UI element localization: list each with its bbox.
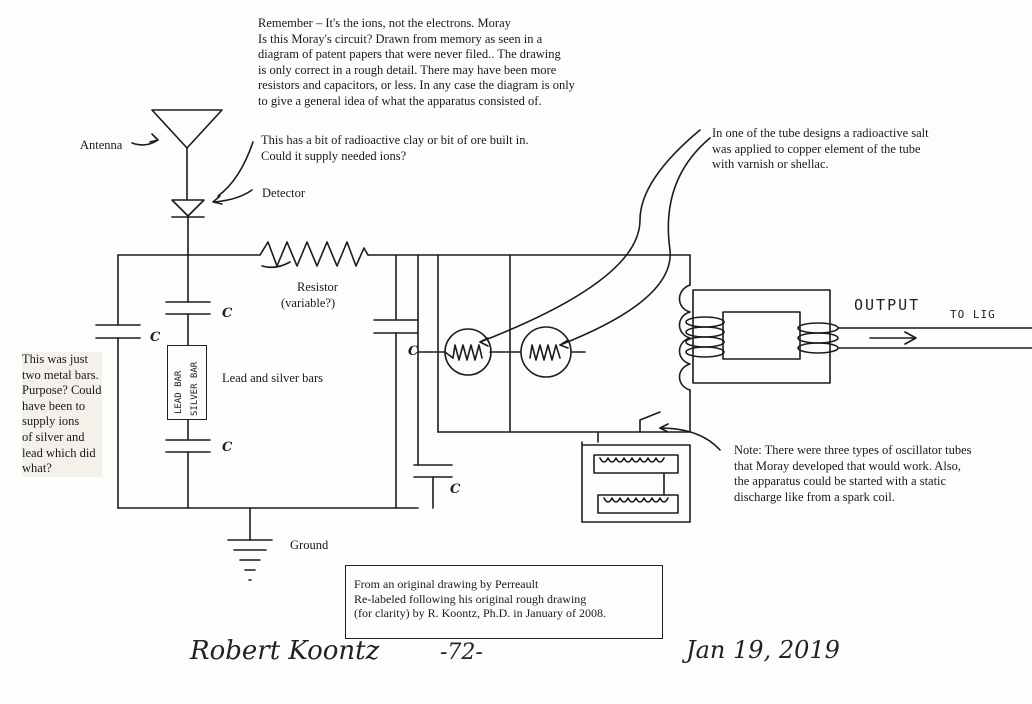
spark-coil-housing xyxy=(581,441,691,523)
note-tube-salt: In one of the tube designs a radioactive… xyxy=(712,126,929,172)
primary-coil xyxy=(685,316,725,358)
detector-leader xyxy=(213,189,253,203)
resistor-symbol xyxy=(259,241,369,267)
clay-leader xyxy=(217,141,254,197)
handwritten-date: Jan 19, 2019 xyxy=(686,636,840,664)
cap-label-center-top: C xyxy=(222,306,233,321)
credit-line-1: From an original drawing by Perreault xyxy=(354,577,539,591)
note-oscillator: Note: There were three types of oscillat… xyxy=(734,443,972,504)
signature: Robert Koontz xyxy=(190,636,380,666)
detector-symbol xyxy=(171,199,205,256)
note-radioactive-clay: This has a bit of radioactive clay or bi… xyxy=(261,133,529,163)
output-arrow xyxy=(869,331,917,345)
label-resistor-variable: (variable?) xyxy=(281,296,336,310)
tube-salt-leader xyxy=(559,137,711,346)
oscillator-leader xyxy=(659,427,721,451)
switch xyxy=(639,411,661,433)
cap-label-right: C xyxy=(408,344,419,359)
label-ground: Ground xyxy=(290,538,329,552)
label-detector: Detector xyxy=(262,186,306,200)
spark-electrode-bottom xyxy=(597,494,679,514)
note-remember: Remember – It's the ions, not the electr… xyxy=(258,16,575,108)
tube-salt-leader-2 xyxy=(479,129,701,343)
ground-symbol xyxy=(227,507,273,581)
page-number: -72- xyxy=(440,640,483,665)
antenna-symbol xyxy=(151,109,223,201)
label-lead-silver: Lead and silver bars xyxy=(222,371,324,385)
credit-box: From an original drawing by Perreault Re… xyxy=(345,565,663,639)
bar-label-silver: SILVER BAR xyxy=(190,361,200,416)
secondary-coil xyxy=(797,322,839,354)
cap-label-bottom: C xyxy=(450,482,461,497)
label-output: OUTPUT xyxy=(854,296,921,314)
bar-label-lead: LEAD BAR xyxy=(174,370,184,414)
lead-silver-bars: LEAD BAR SILVER BAR xyxy=(167,345,207,420)
label-to-lig: TO LIG xyxy=(950,308,996,321)
credit-line-2: Re-labeled following his original rough … xyxy=(354,591,587,606)
note-metal-bars: This was just two metal bars. Purpose? C… xyxy=(22,352,102,477)
cap-label-left: C xyxy=(150,330,161,345)
label-resistor: Resistor xyxy=(297,280,338,294)
credit-line-3: (for clarity) by R. Koontz, Ph.D. in Jan… xyxy=(354,606,606,620)
oscillator-tube-1 xyxy=(444,328,492,376)
label-antenna: Antenna xyxy=(80,138,123,152)
spark-electrode-top xyxy=(593,454,679,474)
input-coil-loop xyxy=(678,284,691,391)
cap-label-center-bottom: C xyxy=(222,440,233,455)
oscillator-tube-2 xyxy=(520,326,572,378)
